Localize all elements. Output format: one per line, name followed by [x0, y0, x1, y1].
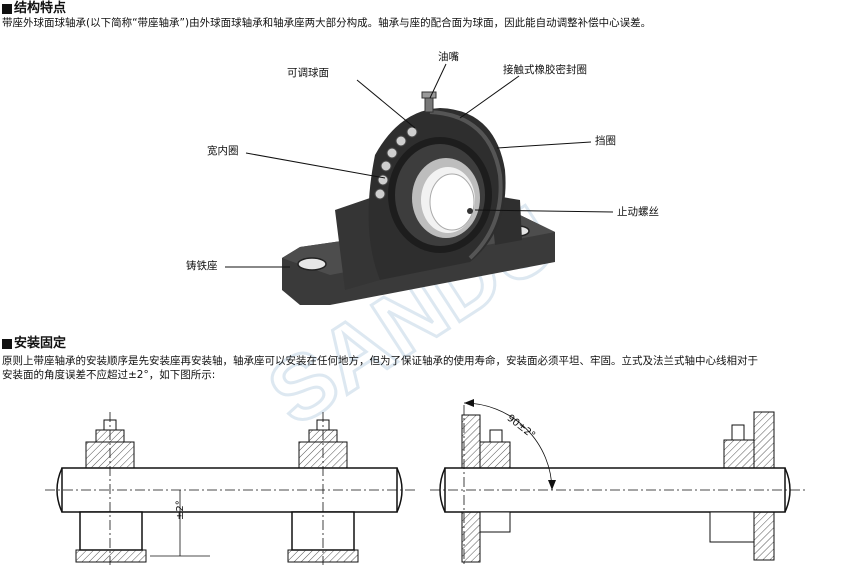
structure-description: 带座外球面球轴承(以下简称“带座轴承”)由外球面球轴承和轴承座两大部分构成。轴承… — [2, 17, 652, 29]
left-pillow-block — [75, 412, 147, 565]
installation-description-line2: 安装面的角度误差不应超过±2°，如下图所示: — [2, 369, 216, 381]
left-flange-unit — [461, 405, 511, 565]
label-grease-nipple: 油嘴 — [438, 51, 459, 63]
right-pillow-block — [287, 412, 359, 565]
label-contact-seal: 接触式橡胶密封圈 — [503, 64, 587, 76]
label-set-screw: 止动螺丝 — [617, 206, 659, 218]
installation-heading-text: 安装固定 — [14, 336, 67, 351]
square-bullet-icon — [2, 4, 12, 14]
structure-heading: 结构特点 — [2, 1, 66, 17]
right-flange-unit — [709, 411, 775, 561]
structure-heading-text: 结构特点 — [14, 1, 67, 16]
installation-description-line1: 原则上带座轴承的安装顺序是先安装座再安装轴，轴承座可以安装在任何地方，但为了保证… — [2, 355, 758, 367]
label-cast-iron-housing: 铸铁座 — [186, 260, 218, 272]
installation-heading: 安装固定 — [2, 336, 66, 352]
label-spherical-surface: 可调球面 — [287, 67, 329, 79]
label-retaining-ring: 挡圈 — [595, 135, 616, 147]
square-bullet-icon — [2, 339, 12, 349]
label-wide-inner-ring: 宽内圈 — [207, 145, 239, 157]
